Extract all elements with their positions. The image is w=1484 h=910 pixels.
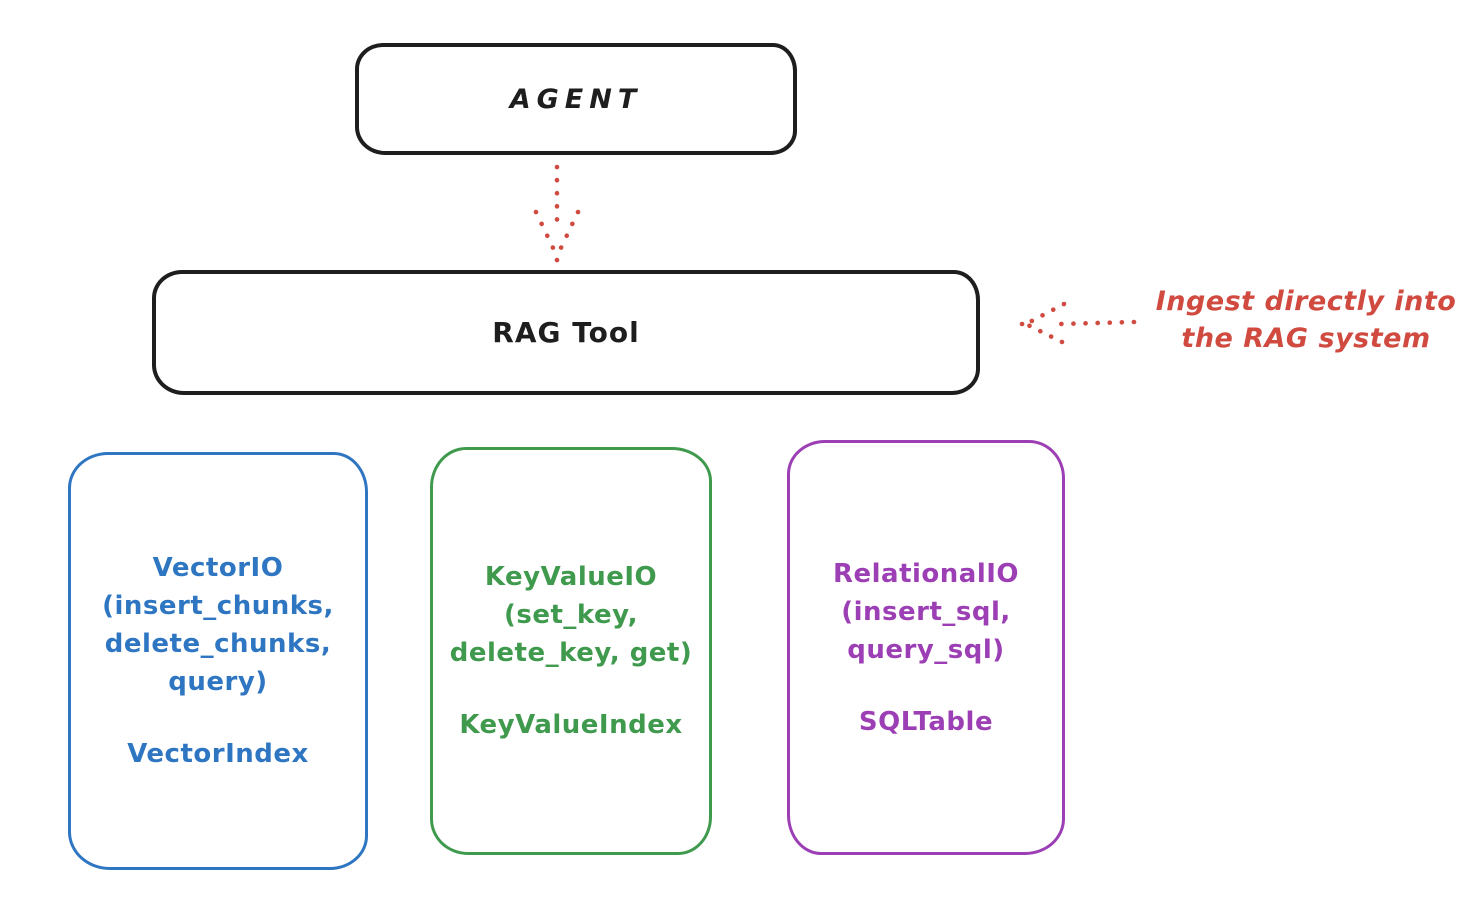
vector-io-line: delete_chunks,	[104, 629, 332, 659]
sql-table-label: SQLTable	[858, 706, 994, 737]
vector-io-line: query)	[168, 667, 268, 697]
vector-index-label: VectorIndex	[127, 739, 309, 769]
key-value-io-line: (set_key,	[504, 600, 638, 630]
ingest-annotation-line1: Ingest directly into	[1155, 286, 1457, 317]
agent-label: AGENT	[509, 83, 643, 115]
relational-io-line: (insert_sql,	[841, 596, 1011, 627]
relational-io-line: RelationalIO	[832, 558, 1020, 589]
vector-io-line: (insert_chunks,	[102, 591, 334, 621]
vector-io-line: VectorIO	[152, 553, 284, 583]
node-agent: AGENT	[355, 43, 797, 155]
dotted-arrow-agent-to-rag-icon	[533, 164, 581, 263]
node-rag-tool: RAG Tool	[152, 270, 980, 395]
key-value-io-line: KeyValueIO	[484, 562, 658, 592]
node-key-value-io: KeyValueIO (set_key, delete_key, get) Ke…	[430, 447, 712, 855]
key-value-io-line: delete_key, get)	[449, 638, 693, 668]
rag-tool-label: RAG Tool	[492, 316, 640, 349]
key-value-index-label: KeyValueIndex	[459, 710, 683, 740]
ingest-annotation: Ingest directly into the RAG system	[1128, 283, 1484, 357]
node-relational-io: RelationalIO (insert_sql, query_sql) SQL…	[787, 440, 1065, 855]
dotted-arrow-annotation-to-rag-icon	[1019, 301, 1137, 345]
node-vector-io: VectorIO (insert_chunks, delete_chunks, …	[68, 452, 368, 870]
ingest-annotation-line2: the RAG system	[1181, 323, 1431, 354]
relational-io-line: query_sql)	[847, 634, 1005, 665]
